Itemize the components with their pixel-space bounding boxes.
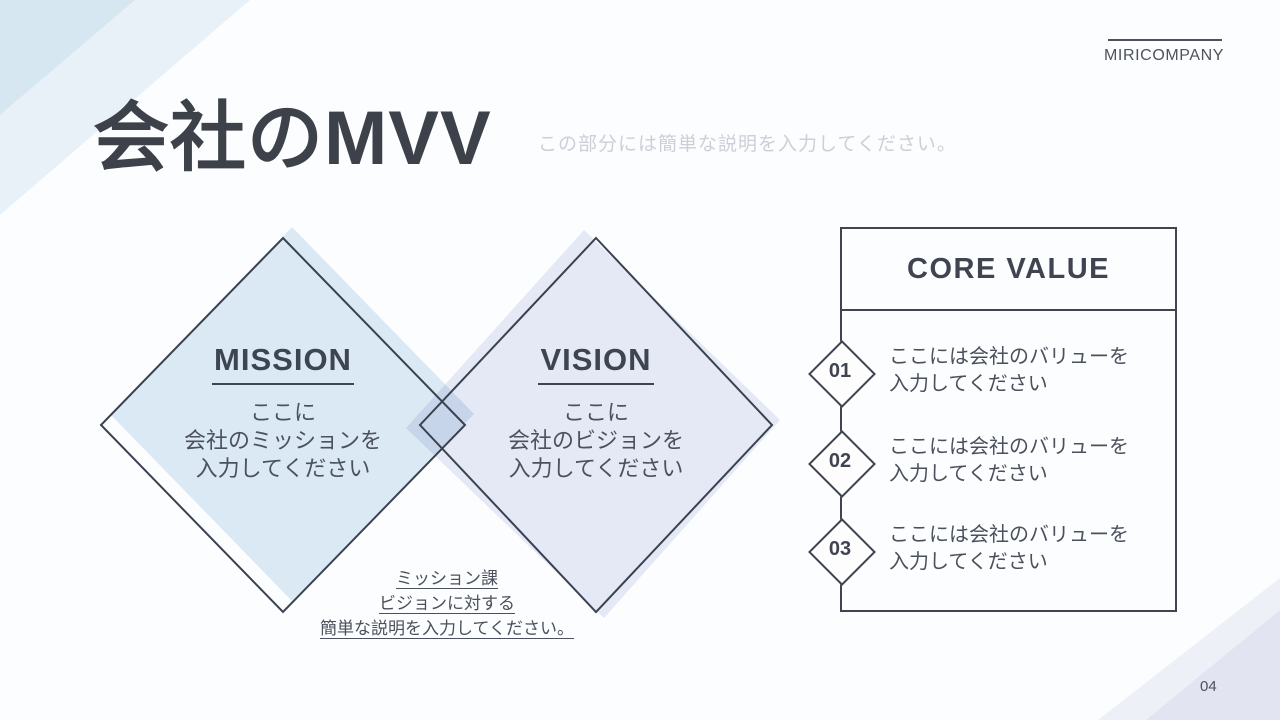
value-01-number: 01 xyxy=(828,360,852,382)
value-03-text: ここには会社のバリューを 入力してください xyxy=(889,522,1159,576)
mission-diamond-fill xyxy=(110,227,474,601)
value-02-line: 入力してください xyxy=(889,463,1048,485)
vision-line: ここに xyxy=(562,400,629,425)
vision-body: ここに 会社のビジョンを 入力してください xyxy=(446,399,746,483)
mission-body: ここに 会社のミッションを 入力してください xyxy=(133,399,433,483)
page-title: 会社のMVV xyxy=(93,96,492,181)
vision-line: 会社のビジョンを xyxy=(507,428,684,453)
core-value-panel: CORE VALUE xyxy=(840,227,1177,612)
brand-rule xyxy=(1108,39,1222,41)
page-subtitle: この部分には簡単な説明を入力してください。 xyxy=(538,134,957,155)
core-value-header: CORE VALUE xyxy=(842,229,1175,311)
value-01-text: ここには会社のバリューを 入力してください xyxy=(889,344,1159,398)
annotation-line: ミッション課 xyxy=(396,569,498,588)
mission-line: ここに xyxy=(249,400,316,425)
mission-line: 入力してください xyxy=(195,456,371,481)
vision-diamond-outline xyxy=(418,236,774,614)
brand-name: MIRICOMPANY xyxy=(1104,47,1225,64)
value-01-line: 入力してください xyxy=(889,373,1048,395)
value-02-text: ここには会社のバリューを 入力してください xyxy=(889,434,1159,488)
core-value-heading: CORE VALUE xyxy=(907,253,1110,285)
vision-line: 入力してください xyxy=(508,456,684,481)
mvv-diagram xyxy=(99,227,780,618)
mission-diamond-outline xyxy=(99,236,467,614)
diagram-annotation: ミッション課 ビジョンに対する 簡単な説明を入力してください。 xyxy=(277,566,617,641)
value-03-line: 入力してください xyxy=(889,551,1048,573)
mission-block: MISSION ここに 会社のミッションを 入力してください xyxy=(133,342,433,483)
value-01-line: ここには会社のバリューを xyxy=(889,346,1129,368)
mission-heading: MISSION xyxy=(212,342,354,385)
value-03-line: ここには会社のバリューを xyxy=(889,524,1129,546)
vision-heading: VISION xyxy=(538,342,654,385)
mission-line: 会社のミッションを xyxy=(183,428,382,453)
vision-block: VISION ここに 会社のビジョンを 入力してください xyxy=(446,342,746,483)
annotation-line: ビジョンに対する xyxy=(379,594,515,613)
value-02-line: ここには会社のバリューを xyxy=(889,436,1129,458)
page-number: 04 xyxy=(1200,678,1217,695)
value-03-number: 03 xyxy=(828,538,852,560)
annotation-line: 簡単な説明を入力してください。 xyxy=(320,619,574,638)
vision-diamond-fill xyxy=(406,230,780,618)
value-02-number: 02 xyxy=(828,450,852,472)
